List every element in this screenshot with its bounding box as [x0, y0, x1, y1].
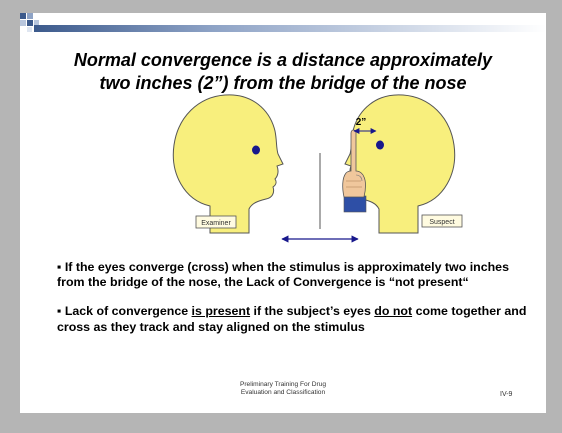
distance-label: 2”	[356, 117, 367, 128]
suspect-label: Suspect	[429, 219, 454, 226]
slide-footer: Preliminary Training For Drug Evaluation…	[190, 381, 376, 397]
bullet-list: ▪ If the eyes converge (cross) when the …	[57, 260, 527, 335]
bullet-2: ▪ Lack of convergence is present if the …	[57, 304, 527, 334]
bullet-2-text-start: ▪ Lack of convergence	[57, 304, 192, 318]
convergence-illustration: Examiner Suspect 2”	[20, 13, 546, 413]
examiner-label-box: Examiner	[196, 216, 236, 228]
bullet-1-text: ▪ If the eyes converge (cross) when the …	[57, 260, 509, 289]
slide: Normal convergence is a distance approxi…	[20, 13, 546, 413]
page-number: IV-9	[500, 391, 512, 398]
footer-line-1: Preliminary Training For Drug	[190, 381, 376, 389]
bullet-2-text-middle: if the subject’s eyes	[250, 304, 374, 318]
bullet-2-emphasis-do-not: do not	[374, 304, 412, 318]
examiner-head-icon	[173, 95, 283, 233]
examiner-label: Examiner	[201, 220, 231, 227]
bullet-2-emphasis-is-present: is present	[192, 304, 251, 318]
footer-line-2: Evaluation and Classification	[190, 389, 376, 397]
suspect-label-box: Suspect	[422, 215, 462, 227]
bullet-1: ▪ If the eyes converge (cross) when the …	[57, 260, 527, 290]
